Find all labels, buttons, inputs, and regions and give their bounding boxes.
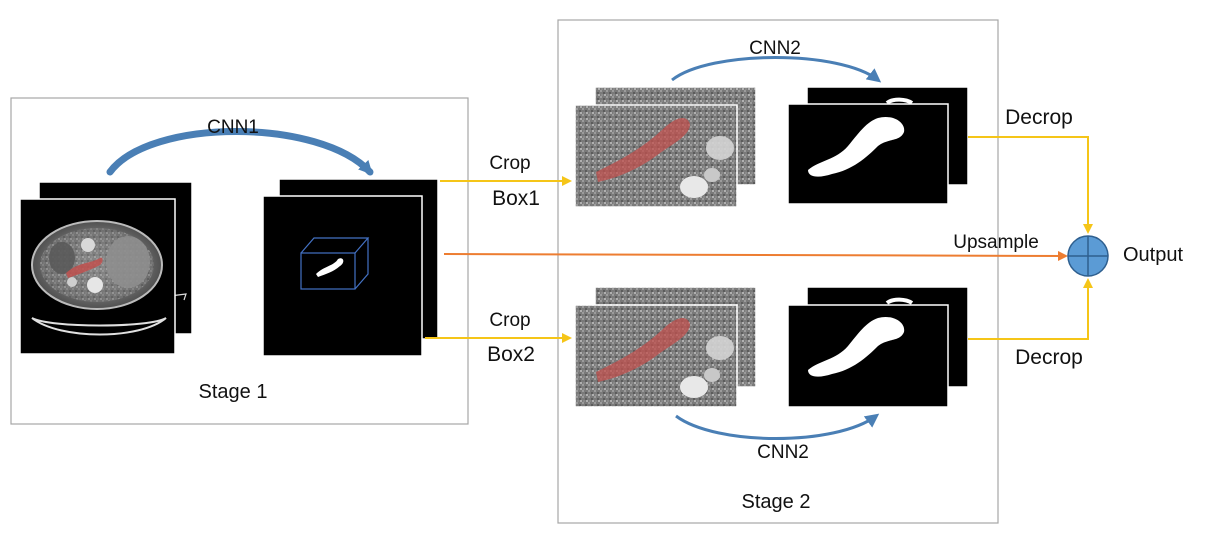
stage1-label: Stage 1: [199, 381, 268, 403]
decrop-top-arrow: [968, 136, 1093, 234]
stage1-mask-stack: [262, 178, 439, 357]
stage2-top-ct-stack: [574, 86, 757, 208]
stage1-ct-stack: [19, 181, 193, 355]
decrop-top-label: Decrop: [1005, 106, 1073, 129]
cnn2-bottom-arrow: [675, 413, 880, 440]
mask-crop-image-bottom: [787, 304, 949, 408]
circle-plus-icon: [1067, 235, 1109, 277]
upsample-arrow: [443, 250, 1068, 261]
cnn2-bottom-label: CNN2: [757, 442, 809, 463]
segmentation-mask-image: [262, 195, 423, 357]
decrop-bottom-arrow: [968, 278, 1093, 340]
decrop-bottom-label: Decrop: [1015, 346, 1083, 369]
cnn1-label: CNN1: [207, 117, 259, 138]
crop1-label: Crop: [489, 153, 530, 174]
stage2-bottom-mask-stack: [787, 286, 969, 408]
box2-label: Box2: [487, 343, 535, 366]
stage2-label: Stage 2: [742, 491, 811, 513]
box1-label: Box1: [492, 187, 540, 210]
stage2-bottom-ct-stack: [574, 286, 757, 408]
cnn2-top-label: CNN2: [749, 38, 801, 59]
bounding-box-3d: [300, 237, 370, 290]
crop2-label: Crop: [489, 310, 530, 331]
cnn2-top-arrow: [671, 56, 882, 83]
upsample-label: Upsample: [953, 232, 1039, 253]
cnn1-arrow: [106, 128, 374, 176]
stage2-top-mask-stack: [787, 86, 969, 205]
output-label: Output: [1123, 244, 1183, 266]
